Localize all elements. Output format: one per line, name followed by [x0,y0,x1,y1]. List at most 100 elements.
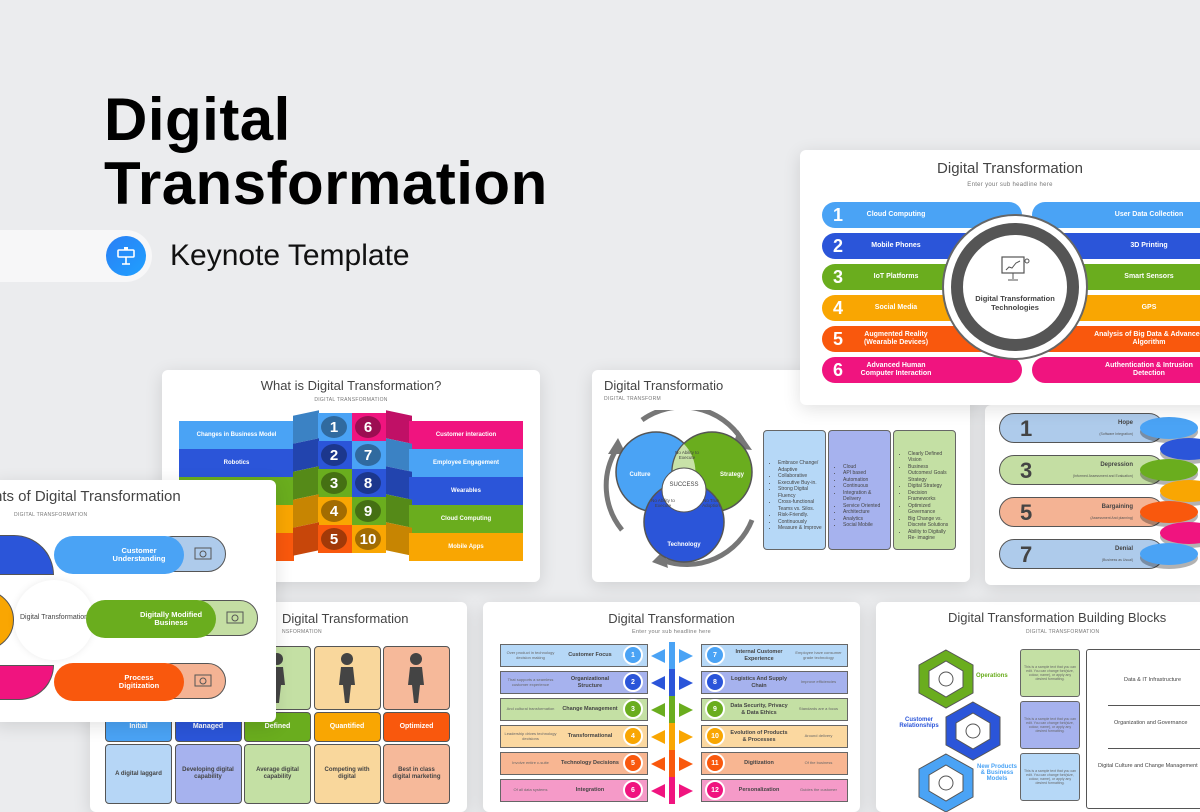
center-circle [14,580,94,660]
person-figure-icon [338,653,355,703]
item-box-left [500,698,648,721]
item-label: Evolution of Products & Processes [730,730,788,743]
element-pill: Digitally Modified Business [86,600,216,638]
bullet-item: Optimized Governance [908,503,952,516]
sample-text-box: This is a sample text that you can edit.… [1020,701,1080,749]
slide-title: nts of Digital Transformation [0,488,181,505]
arrow-left [651,730,665,744]
arrow-left [651,784,665,798]
stage-label: Denial [1114,546,1133,552]
trunk [669,696,675,723]
level-desc: Average digital capability [244,744,311,804]
number-badge: 6 [355,416,381,438]
item-box-left [500,644,648,667]
stage-number: 1 [1020,416,1033,441]
num-col [352,525,386,553]
cycle-arrow [661,519,755,568]
number-circle: 9 [705,699,725,719]
item-label: Organizational Structure [570,676,610,689]
number-circle: 10 [705,726,725,746]
item-box-right [701,725,848,748]
element-label: Process Digitization [118,672,160,690]
item-note: Standards are a focus [798,706,839,712]
number-circle: 5 [623,753,643,773]
item-box-right [701,671,848,694]
ring-segment [0,665,54,700]
bullet-item: Integration & Delivery [843,490,887,503]
monitor-chart-icon [1001,256,1030,281]
row-label: Social Media [874,304,918,312]
row-label: Analysis of Big Data & Advanced Algorith… [1094,331,1200,346]
stage-pill: 5 Bargaining (Assessment And planning) [999,497,1164,527]
tech-row-right: Authentication & Intrusion Detection [1032,357,1200,383]
bullet-item: Ability to Digitally Re- imagine [908,529,952,542]
level-header: Quantified [313,712,381,742]
hero-title-line2: Transformation [104,150,548,217]
stage-pill: 1 Hope (Software Integration) [999,413,1164,443]
number-circle: 8 [705,672,725,692]
slide-title: Digital Transformation [608,611,735,626]
stage-pill: 7 Denial (Business as Usual) [999,539,1164,569]
row-label: 3D Printing [1130,242,1168,250]
tech-row-left: 6 Advanced Human Computer Interaction [822,357,1022,383]
venn-label-technology: Technology [667,541,701,548]
item-note: And cultural transformation [506,706,555,712]
item-box-left [500,752,648,775]
slide-subtitle: DIGITAL TRANSFORMATION [1026,629,1100,635]
level-desc: Competing with digital [313,744,381,804]
bullet-item: API based [843,470,887,477]
bullet-item: Continuously [778,519,822,526]
bullet-item: Measure & Improve [778,525,822,532]
number-circle: 4 [623,726,643,746]
item-note: Over product in technology decision maki… [506,649,555,660]
bullet-item: Automation [843,477,887,484]
people-chart-icon [194,547,212,560]
attribute-box: Clearly Defined VisionBusiness Outcomes/… [893,430,956,550]
number-circle: 12 [705,780,725,800]
trunk [669,750,675,777]
sample-text-box: This is a sample text that you can edit.… [1020,649,1080,697]
stage-number: 5 [1020,500,1033,525]
arrow-right [679,757,693,771]
hexagon-icon-frame [945,701,1001,761]
venn-label-strategy: Strategy [719,471,744,478]
level-desc: Developing digital capability [174,744,242,804]
item-box-left [500,671,648,694]
bullet-item: Social Mobile [843,522,887,529]
stage-label: Hope [1118,420,1133,426]
row-number: 1 [832,204,843,225]
arrow-right [679,730,693,744]
number-badge: 1 [321,416,347,438]
row-label: Cloud Computing [866,211,926,219]
trunk [669,777,675,804]
level-desc: A digital laggard [105,744,172,804]
row-number: 2 [832,235,843,256]
stack-disc [1140,501,1198,523]
number-badge: 5 [321,528,347,550]
layer-label: Data & IT Infrastructure [1124,676,1182,683]
num-col [352,469,386,497]
stack-disc [1140,543,1198,565]
center-label: Digital Transformation [19,613,89,621]
level-picture [313,646,381,710]
row-label: Authentication & Intrusion Detection [1105,362,1193,377]
bullet-item: Executive Buy-in. [778,480,822,487]
item-note: Leadership drives technology decisions [504,730,557,741]
layer-arrow [1108,748,1200,749]
num-col [318,469,352,497]
item-label: Logistics And Supply Chain [730,676,788,689]
num-col [318,497,352,525]
stage-sub: (Informed Assessment and Evaluation) [1072,474,1133,478]
item-label: Data Security, Privacy & Data Ethics [730,703,788,716]
row-right-band: Mobile Apps [409,533,523,561]
item-note: That supports a seamless customer experi… [507,676,554,687]
slide-stages[interactable]: 1 Hope (Software Integration) 3 Depressi… [985,405,1200,585]
stage-sub: (Software Integration) [1099,432,1133,436]
num-col [352,441,386,469]
